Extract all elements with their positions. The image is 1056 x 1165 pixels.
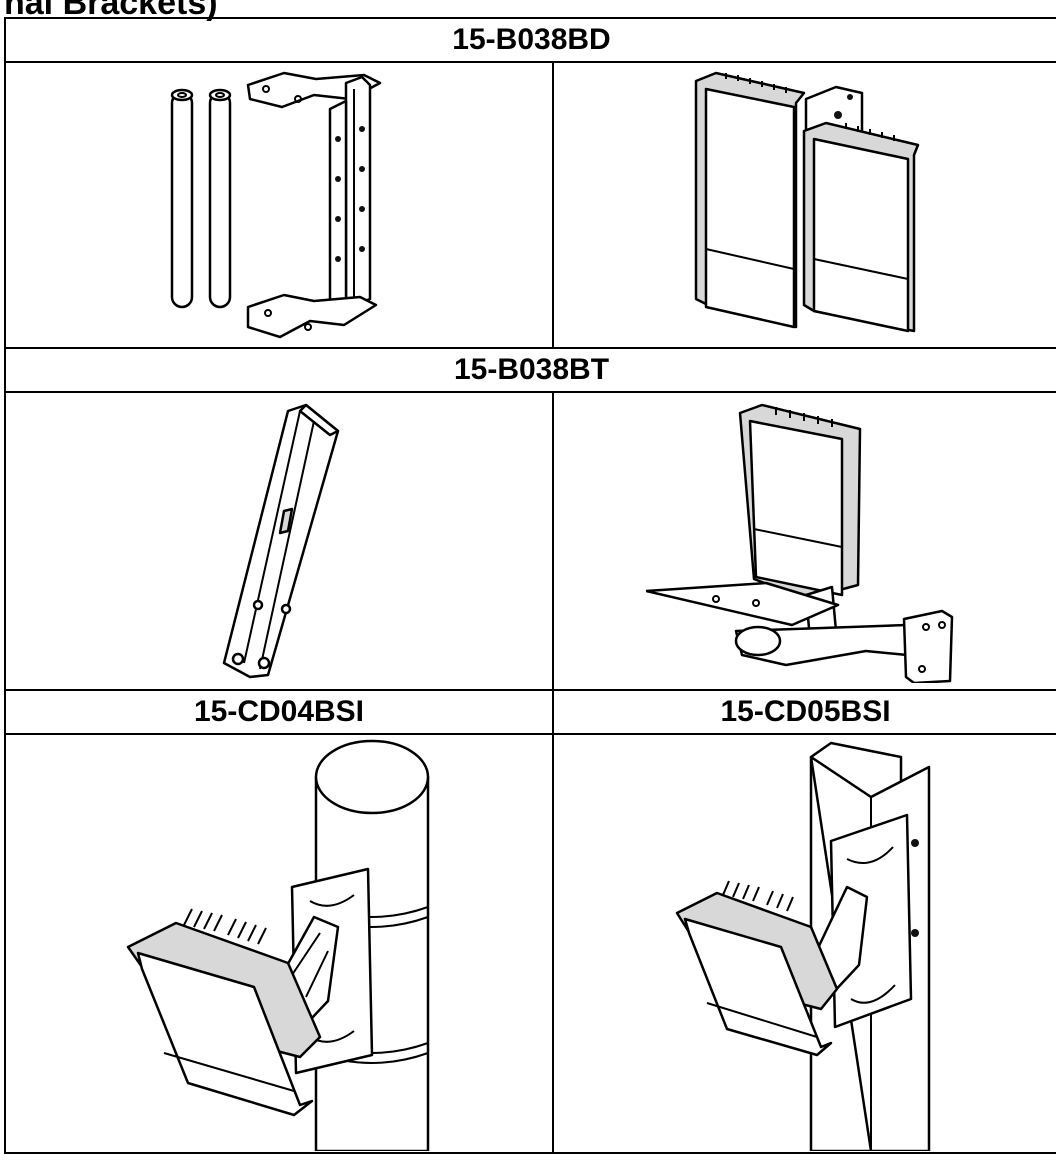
image-cell	[4, 733, 554, 1154]
page-heading: nal Brackets)	[4, 0, 218, 22]
dual-illuminator-on-bracket-icon	[694, 71, 919, 333]
section-label-cd04bsi: 15-CD04BSI	[4, 689, 554, 735]
image-cell	[551, 733, 1056, 1154]
image-row-b038bd	[4, 61, 1056, 349]
label-row-bottom: 15-CD04BSI 15-CD05BSI	[4, 689, 1056, 735]
section-label-b038bt: 15-B038BT	[3, 347, 1056, 393]
section-row-b038bt: 15-B038BT	[3, 347, 1056, 393]
image-cell	[551, 61, 1056, 349]
image-cell	[4, 61, 554, 349]
image-row-b038bt	[4, 391, 1056, 691]
section-row-b038bd: 15-B038BD	[3, 17, 1056, 63]
illuminator-on-corner-post-icon	[675, 741, 930, 1151]
bracket-table: 15-B038BD	[3, 17, 1056, 1154]
illuminator-on-round-pole-icon	[126, 739, 430, 1151]
image-row-bottom	[4, 733, 1056, 1154]
section-label-b038bd: 15-B038BD	[3, 17, 1056, 63]
section-label-cd05bsi: 15-CD05BSI	[551, 689, 1056, 735]
illuminator-on-wall-arm-bracket-icon	[645, 403, 953, 683]
angle-rail-bracket-icon	[222, 403, 340, 679]
bracket-parts-tubes-and-u-bracket-icon	[170, 71, 382, 339]
image-cell	[4, 391, 554, 691]
image-cell	[551, 391, 1056, 691]
